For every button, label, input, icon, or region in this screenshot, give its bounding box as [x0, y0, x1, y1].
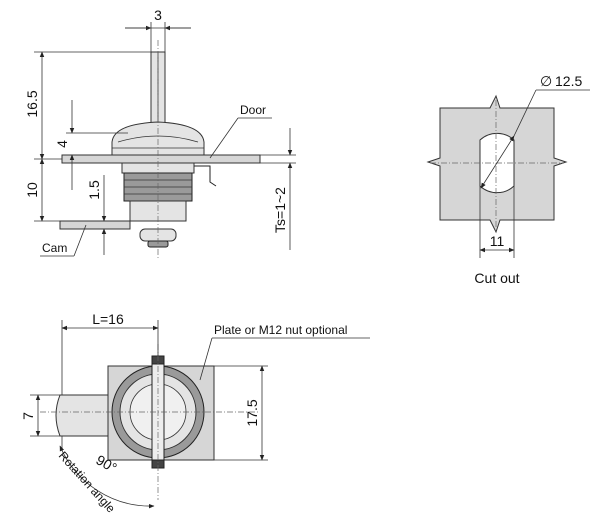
dim-17-5: 17.5	[244, 399, 260, 426]
cutout-view: ∅ 12.5 11 Cut out	[426, 73, 590, 286]
dim-shaft-width: 3	[154, 7, 162, 23]
door-plate	[61, 154, 261, 164]
dim-diameter: 12.5	[555, 73, 582, 89]
rotation-arc	[59, 445, 155, 509]
dim-width-11: 11	[490, 233, 505, 249]
clip	[194, 165, 217, 187]
dim-ts: Ts=1~2	[272, 187, 288, 233]
label-door: Door	[240, 103, 266, 117]
top-view: L=16 Plate or M12 nut optional 7 17.5 90…	[20, 311, 370, 516]
dim-1-5: 1.5	[86, 180, 102, 200]
label-cam: Cam	[42, 241, 67, 255]
dim-16-5: 16.5	[24, 90, 40, 117]
dim-diameter-symbol: ∅	[540, 73, 552, 89]
dim-10: 10	[24, 182, 40, 198]
dim-7: 7	[20, 412, 36, 420]
dim-4: 4	[54, 140, 70, 148]
dim-length: L=16	[92, 311, 124, 327]
side-view: 3 16.5 4 10 1.5 Ts=1~2 Door Cam	[24, 7, 296, 258]
cam-part	[59, 220, 131, 230]
label-plate: Plate or M12 nut optional	[214, 323, 347, 337]
cutout-caption: Cut out	[474, 270, 519, 286]
